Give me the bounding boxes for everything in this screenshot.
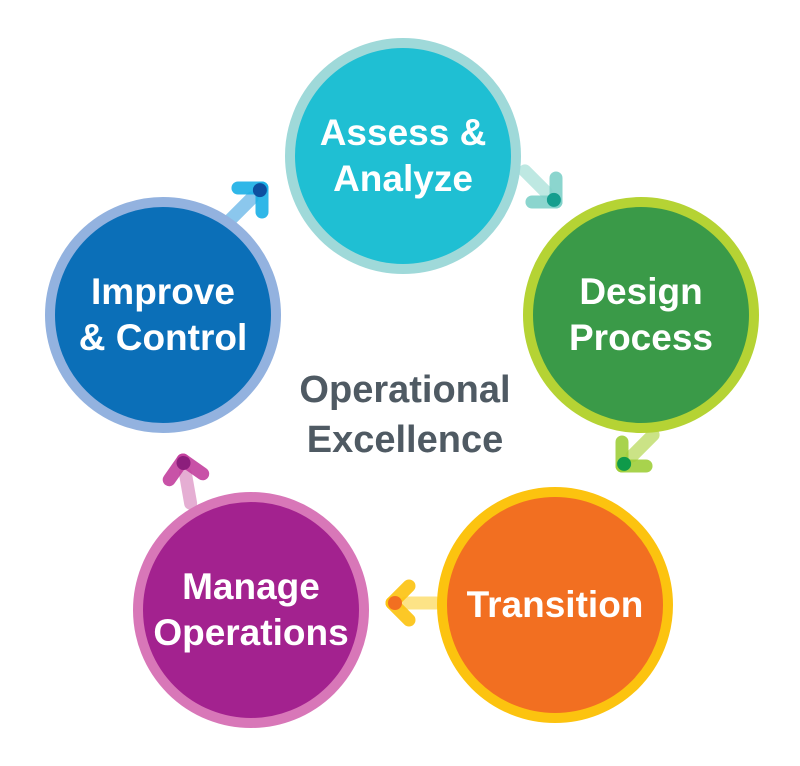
stage-label-line1: Design [579,271,703,312]
stage-label-line2: & Control [78,317,248,358]
center-title: Operational Excellence [260,365,550,465]
center-title-line2: Excellence [306,419,504,461]
stage-label-line2: Analyze [333,158,473,199]
stage-label-line1: Assess & [319,112,487,153]
cycle-arrow-icon [224,181,269,226]
cycle-arrow-icon [385,579,443,627]
stage-improve-control: Improve & Control [45,197,281,433]
cycle-arrow-icon [518,164,563,209]
stage-label-line2: Operations [153,612,349,653]
stage-label-line1: Improve [91,271,235,312]
center-title-line1: Operational [299,369,511,411]
cycle-arrow-icon [162,453,210,510]
stage-label-line1: Transition [466,584,644,625]
stage-assess-analyze: Assess & Analyze [285,38,521,274]
stage-label-line1: Manage [182,566,320,607]
cycle-arrow-icon [615,428,660,473]
stage-label-line2: Process [569,317,713,358]
stage-transition: Transition [437,487,673,723]
